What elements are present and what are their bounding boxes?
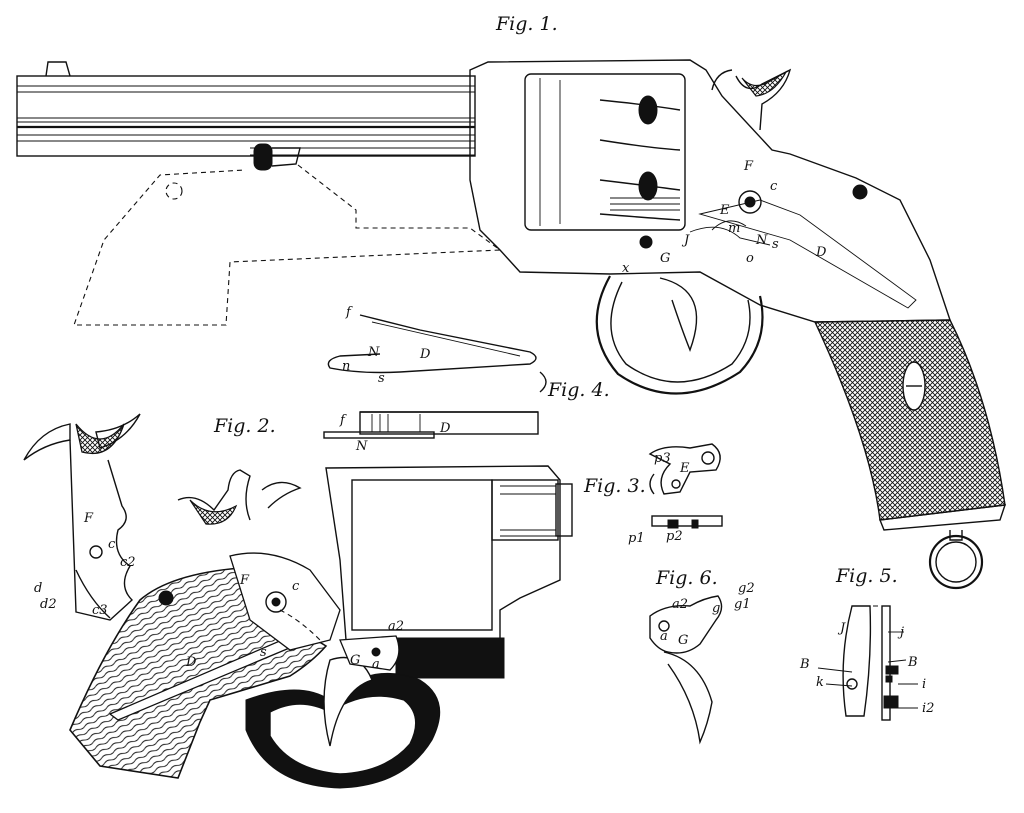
fig4-title: Fig. 4. — [547, 379, 610, 401]
hammer — [711, 68, 792, 131]
fig5-label-B-right: B — [907, 655, 918, 670]
main-label-G: G — [350, 653, 360, 668]
main-label-a2: a2 — [388, 619, 404, 634]
fig2-label-d: d — [34, 581, 42, 596]
fig2-hammer-detail: F c c2 d d2 c3 — [23, 413, 141, 621]
trigger — [659, 277, 698, 352]
fig1-label-s: s — [772, 237, 779, 252]
cylinder-window — [351, 479, 493, 631]
barrel — [16, 75, 476, 157]
main-label-D: D — [185, 655, 197, 670]
fig4-mainspring: f N D n s f D N — [323, 305, 547, 454]
fig1-label-J: J — [681, 233, 690, 248]
fig2-label-d2: d2 — [40, 597, 57, 612]
fig6-label-g: g — [712, 601, 720, 616]
lockwork — [689, 190, 917, 309]
grip — [813, 184, 1007, 590]
fig2-label-F: F — [83, 511, 94, 526]
fig1-label-D: D — [815, 245, 827, 260]
fig4-label-D-top: D — [419, 347, 431, 362]
fig6-label-g1: g1 — [734, 597, 751, 612]
fig2-title: Fig. 2. — [213, 415, 276, 437]
fig1-revolver-side-view: F E c J m N s D o G x — [16, 59, 1007, 590]
fig4-label-N-top: N — [367, 345, 380, 360]
fig6-label-G: G — [678, 633, 688, 648]
stock-hole-dashed — [165, 182, 183, 200]
cylinder — [524, 73, 686, 231]
fig5-label-i: i — [922, 677, 926, 692]
fig4-label-N-bottom: N — [355, 439, 368, 454]
main-label-a: a — [372, 657, 380, 672]
fig4-label-f-bottom: f — [339, 413, 347, 428]
front-sight — [45, 61, 71, 77]
fig3-label-E: E — [679, 461, 690, 476]
fig4-label-f-top: f — [345, 305, 353, 320]
fig1-label-F: F — [743, 159, 754, 174]
fig1-label-m: m — [728, 221, 740, 236]
fig6-label-a2: a2 — [672, 597, 688, 612]
fig5-label-i2: i2 — [922, 701, 934, 716]
fig5-label-k: k — [816, 675, 824, 690]
fig6-label-a: a — [660, 629, 668, 644]
main-label-s: s — [260, 645, 267, 660]
frame-shadow-block — [395, 637, 505, 679]
grip-screw — [852, 184, 868, 200]
fig1-label-o: o — [746, 251, 754, 266]
fig5-label-J: J — [837, 621, 846, 636]
fig1-label-E: E — [719, 203, 730, 218]
fig5-label-B-left: B — [799, 657, 810, 672]
lanyard-ring — [928, 534, 984, 590]
fig5-label-j: j — [897, 625, 904, 640]
fig3-label-p2: p2 — [666, 529, 683, 544]
fig5-side-plate: J j B B k i i2 — [799, 605, 934, 721]
fig1-label-x: x — [622, 261, 630, 276]
fig6-trigger: g2 a2 g g1 G a — [649, 581, 755, 745]
fig3-label-p1: p1 — [628, 531, 645, 546]
fig1-label-G: G — [660, 251, 670, 266]
fig2-label-c3: c3 — [92, 603, 108, 618]
ejector-knob — [253, 143, 273, 171]
main-assembly-frame-view: F c a2 G a D s — [69, 465, 573, 789]
fig6-label-g2: g2 — [738, 581, 755, 596]
fig3-lever: p3 E p1 p2 — [628, 443, 723, 546]
fig5-title: Fig. 5. — [835, 565, 898, 587]
main-label-c: c — [292, 579, 300, 594]
fig4-label-n: n — [342, 359, 350, 374]
fig1-title: Fig. 1. — [495, 13, 558, 35]
ejector-rod-head — [271, 147, 301, 167]
stock-outline-dashed — [73, 164, 502, 326]
trigger-guard — [595, 235, 764, 395]
frame — [469, 59, 951, 323]
main-label-F: F — [239, 573, 250, 588]
fig2-label-c: c — [108, 537, 116, 552]
fig3-label-p3: p3 — [654, 451, 671, 466]
fig3-title: Fig. 3. — [583, 475, 646, 497]
fig2-label-c2: c2 — [120, 555, 136, 570]
fig4-label-s: s — [378, 371, 385, 386]
fig4-label-D-bottom: D — [439, 421, 451, 436]
fig6-title: Fig. 6. — [655, 567, 718, 589]
fig1-label-N: N — [755, 233, 768, 248]
fig1-label-c: c — [770, 179, 778, 194]
